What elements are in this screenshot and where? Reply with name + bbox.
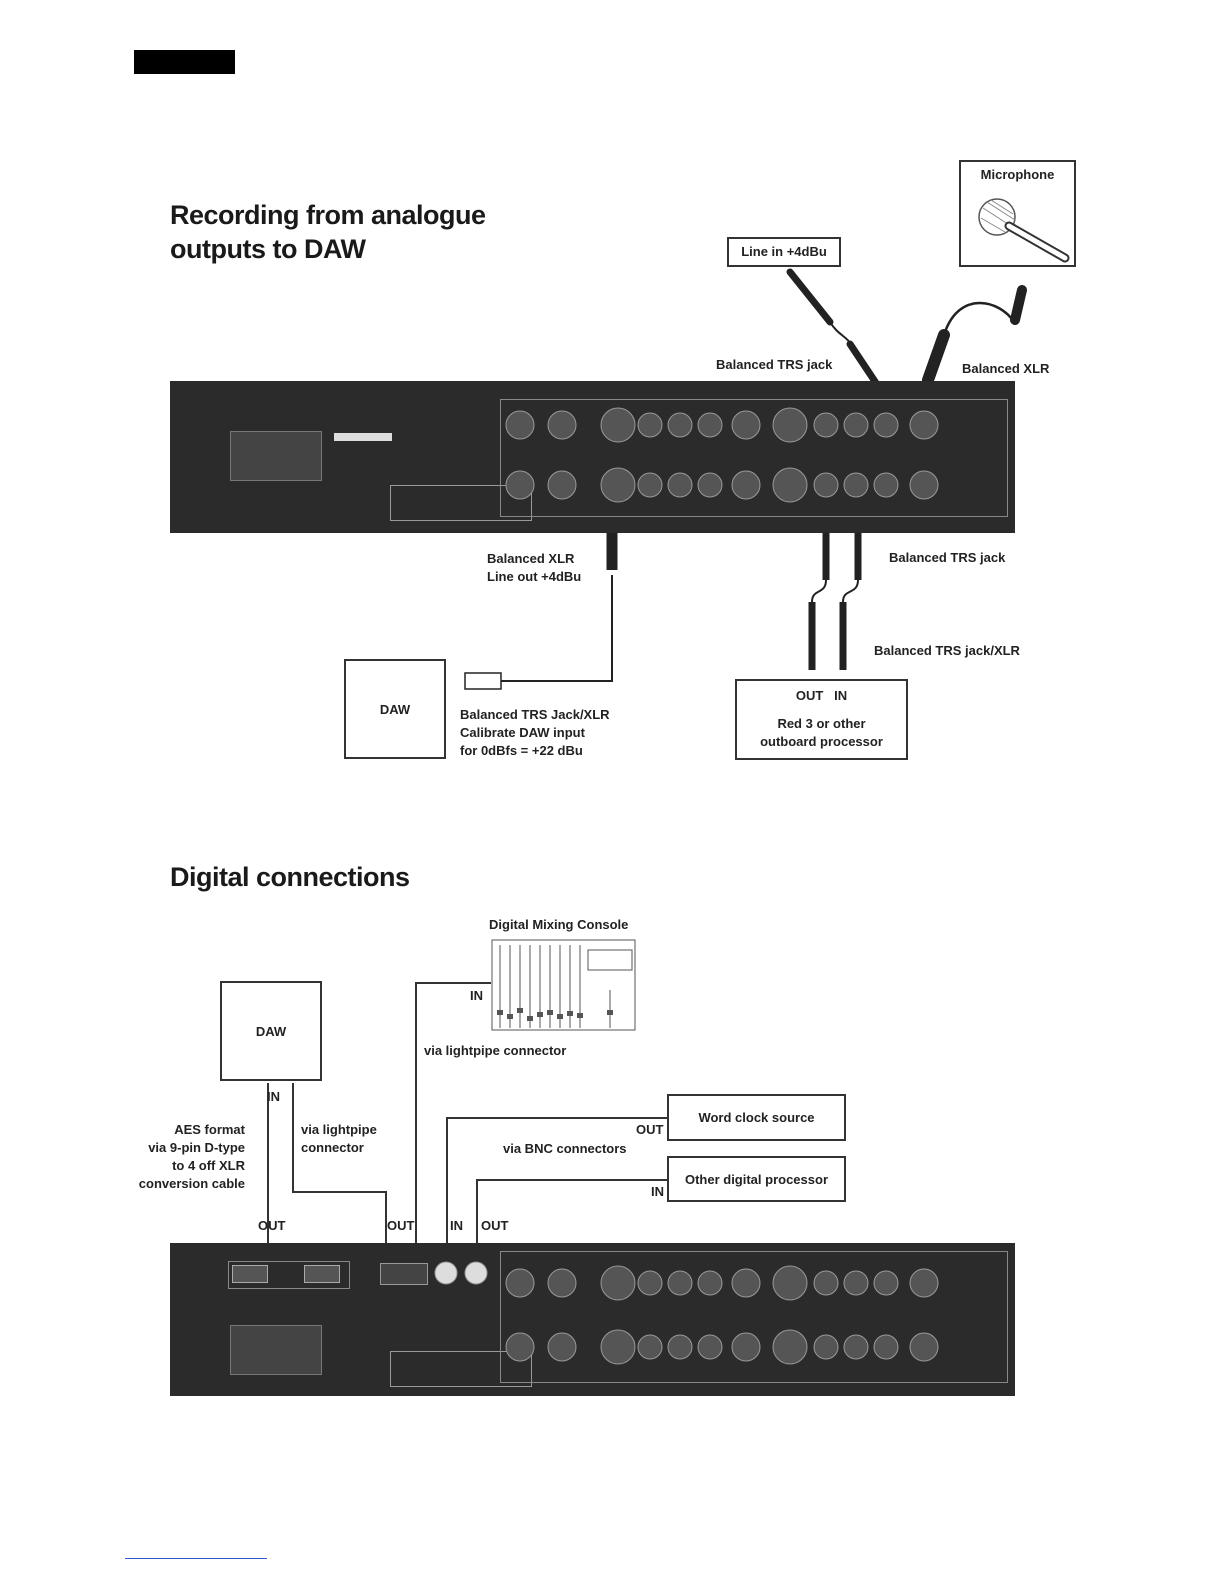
rack-unit-rear-panel: [170, 381, 1015, 533]
rack-unit-rear-panel-digital: [170, 1243, 1015, 1396]
rack-unit-connectors: [505, 407, 939, 503]
balanced-trs-jack-right-label: Balanced TRS jack: [889, 550, 1006, 565]
aes-format-label: AES format via 9-pin D-type to 4 off XLR…: [138, 1122, 245, 1191]
daw-calibration-note: Balanced TRS Jack/XLR Calibrate DAW inpu…: [460, 707, 610, 758]
rating-plate-2: [390, 1351, 532, 1387]
aes-out-label: OUT: [258, 1218, 286, 1233]
microphone-icon: [978, 198, 1070, 263]
console-label: Digital Mixing Console: [489, 917, 629, 932]
bnc-out-label: OUT: [481, 1218, 509, 1233]
digital-output-tag: [334, 433, 392, 441]
dtype-connector-1: [232, 1265, 268, 1283]
line-in-box: Line in +4dBu: [727, 237, 841, 267]
connector-panel-2: [500, 1251, 1008, 1383]
word-clock-out-label: OUT: [636, 1122, 664, 1137]
balanced-xlr-out-label: Balanced XLR Line out +4dBu: [487, 551, 582, 584]
digital-io-card: [228, 1261, 350, 1289]
word-clock-source-box: Word clock source: [667, 1094, 846, 1141]
rating-plate: [390, 485, 532, 521]
lightpipe-out-label: OUT: [387, 1218, 415, 1233]
via-bnc-label: via BNC connectors: [503, 1141, 627, 1156]
balanced-xlr-top-label: Balanced XLR: [962, 361, 1050, 376]
console-in-label: IN: [470, 988, 483, 1003]
daw-box: DAW: [344, 659, 446, 759]
rack-unit-connectors-digital: [434, 1261, 939, 1365]
bnc-in-label: IN: [450, 1218, 463, 1233]
daw-box-digital: DAW: [220, 981, 322, 1081]
power-inlet-2: [230, 1325, 322, 1375]
balanced-trs-jack-top-label: Balanced TRS jack: [716, 357, 833, 372]
via-lightpipe-label: via lightpipe connector: [301, 1122, 377, 1155]
other-processor-in-label: IN: [651, 1184, 664, 1199]
via-lightpipe-connector-label: via lightpipe connector: [424, 1043, 567, 1058]
connector-panel: [500, 399, 1008, 517]
section1-title: Recording from analogue outputs to DAW: [170, 200, 486, 264]
footer-line: [125, 1558, 267, 1559]
power-inlet: [230, 431, 322, 481]
outboard-processor-box: OUT IN Red 3 or other outboard processor: [735, 679, 908, 760]
dtype-connector-2: [304, 1265, 340, 1283]
header-bar: [134, 50, 235, 74]
balanced-trs-jack-xlr-label: Balanced TRS jack/XLR: [874, 643, 1020, 658]
section2-title: Digital connections: [170, 862, 410, 892]
daw-in-label: IN: [267, 1089, 280, 1104]
microphone-box: Microphone: [959, 160, 1076, 267]
other-digital-processor-box: Other digital processor: [667, 1156, 846, 1202]
lightpipe-connector: [380, 1263, 428, 1285]
